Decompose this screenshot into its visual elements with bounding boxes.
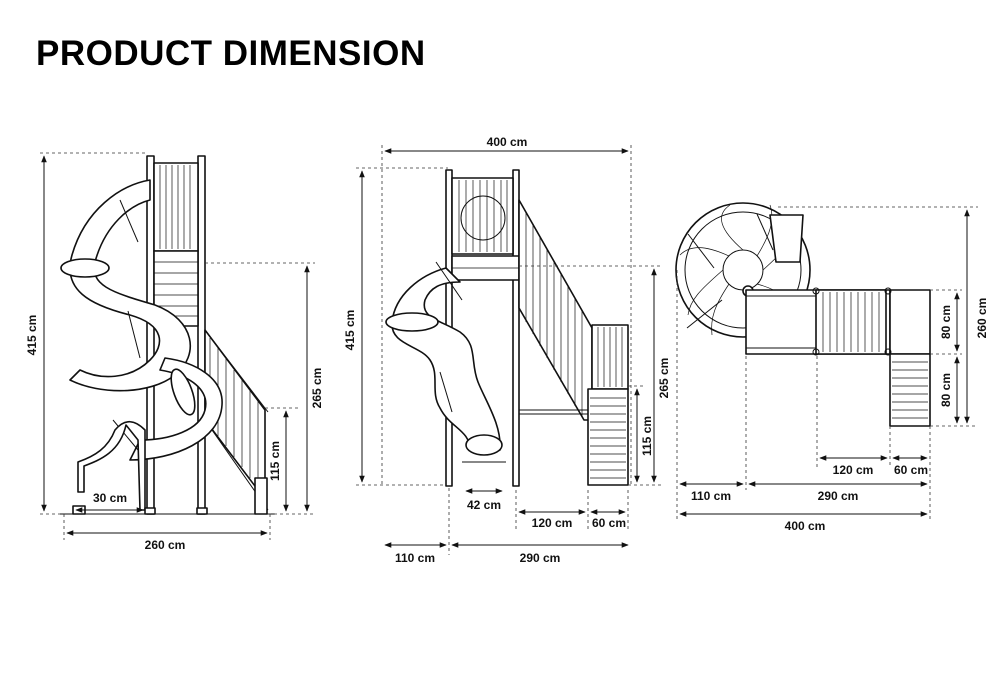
front-height-landing-label: 115 cm — [640, 416, 654, 456]
side-view: 415 cm 265 cm 115 cm 30 cm 260 cm — [25, 152, 324, 552]
front-width-top-label: 400 cm — [487, 135, 528, 149]
top-view: 260 cm 80 cm 80 cm 120 cm 60 cm 110 cm 2… — [675, 202, 989, 533]
side-height-platform-label: 265 cm — [310, 368, 324, 409]
top-stair-run-label: 120 cm — [833, 463, 874, 477]
side-height-total-label: 415 cm — [25, 315, 39, 356]
top-depth-upper-label: 80 cm — [939, 305, 953, 339]
front-slide-offset-label: 110 cm — [395, 551, 435, 565]
front-exit-width-label: 42 cm — [467, 498, 501, 512]
top-width-total-label: 400 cm — [785, 519, 826, 533]
top-depth-lower-label: 80 cm — [939, 373, 953, 407]
side-exit-length-label: 30 cm — [93, 491, 127, 505]
top-structure-width-label: 290 cm — [818, 489, 859, 503]
side-height-landing-label: 115 cm — [268, 441, 282, 481]
top-depth-total-label: 260 cm — [975, 298, 989, 339]
front-height-total-label: 415 cm — [343, 310, 357, 351]
front-landing-width-label: 60 cm — [592, 516, 626, 530]
top-landing-width-label: 60 cm — [894, 463, 928, 477]
top-slide-offset-label: 110 cm — [691, 489, 731, 503]
front-stair-run-label: 120 cm — [532, 516, 573, 530]
side-width-total-label: 260 cm — [145, 538, 186, 552]
front-height-platform-label: 265 cm — [657, 358, 671, 399]
front-structure-width-label: 290 cm — [520, 551, 561, 565]
front-view: 400 cm 415 cm 265 cm 115 cm 42 cm 120 cm… — [343, 135, 671, 565]
page-title: PRODUCT DIMENSION — [36, 34, 426, 73]
